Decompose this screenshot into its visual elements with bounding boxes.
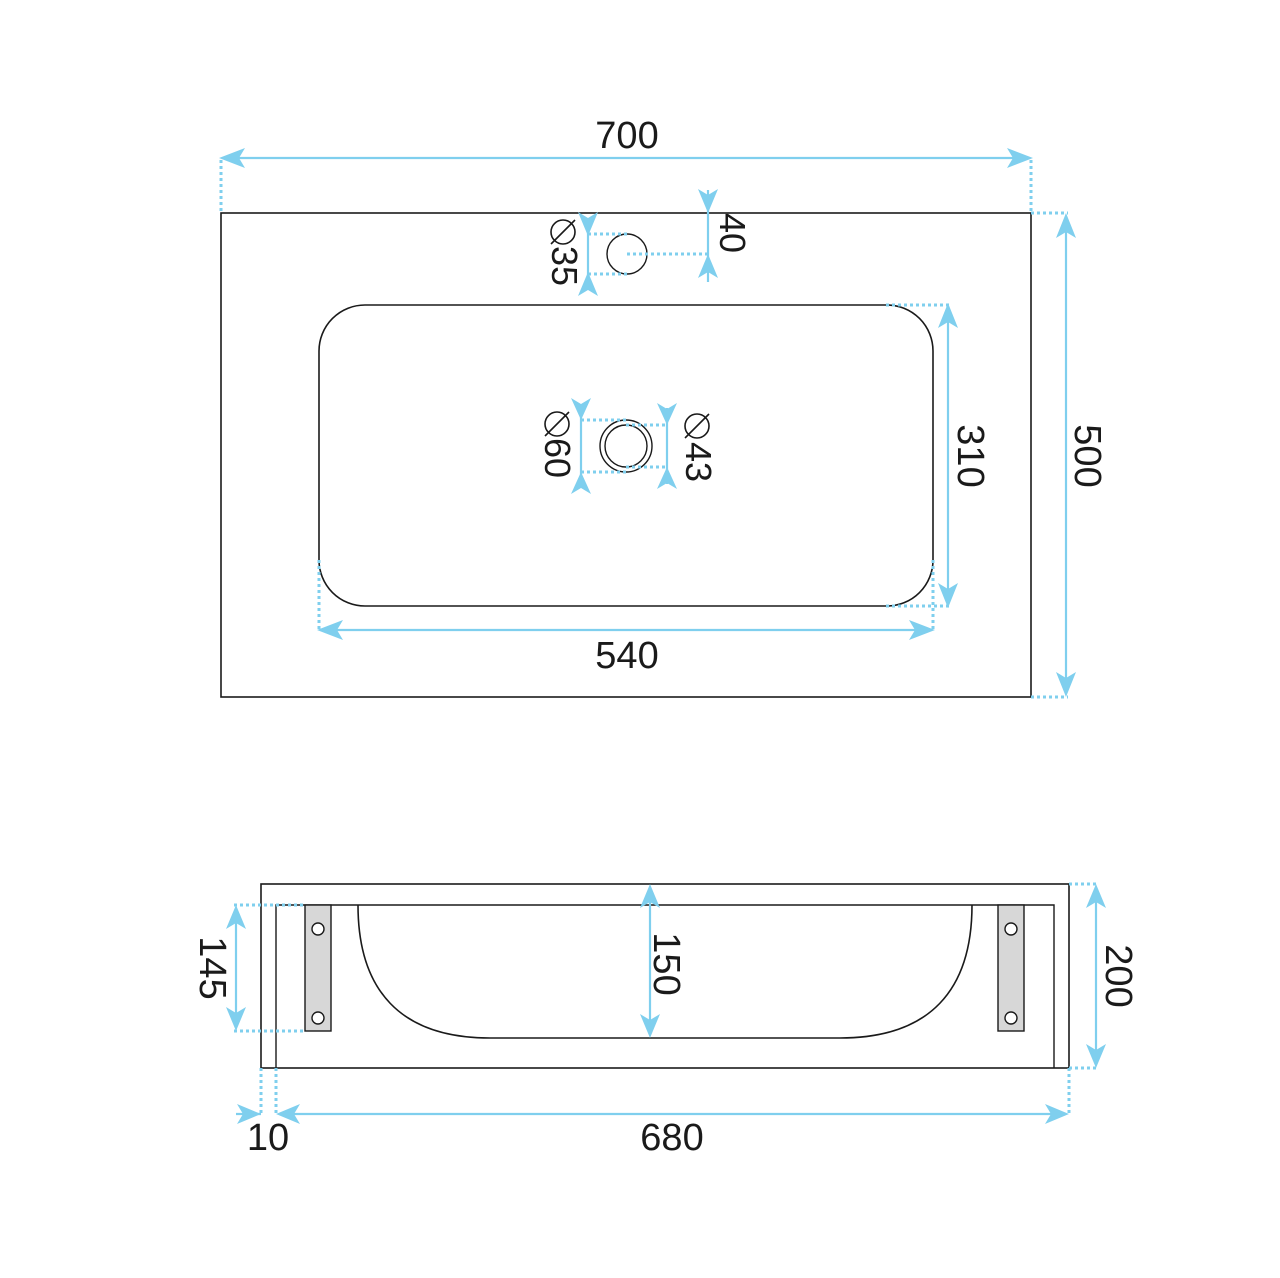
tap-hole-offset-label: 40 xyxy=(712,213,753,253)
dimension-basin-depth: 310 xyxy=(886,303,991,608)
right-mounting-bracket xyxy=(997,904,1025,1032)
left-mounting-bracket xyxy=(304,904,332,1032)
total-height-label: 200 xyxy=(1097,944,1139,1007)
basin-width-label: 540 xyxy=(595,635,658,677)
bracket-height-label: 145 xyxy=(191,936,233,999)
tap-hole-diameter-label: 35 xyxy=(544,246,585,286)
body-inner-outline xyxy=(275,904,1055,1068)
dimension-overall-depth: 500 xyxy=(1031,211,1108,699)
dimension-bracket-height: 145 xyxy=(191,903,305,1033)
drain-outer xyxy=(599,419,653,473)
dimension-side-offset: 10 xyxy=(236,1068,289,1159)
basin-outline xyxy=(318,304,934,607)
side-offset-label: 10 xyxy=(247,1117,289,1159)
dimension-basin-height: 150 xyxy=(640,884,687,1038)
drain-inner xyxy=(604,424,648,468)
dimension-inner-width: 680 xyxy=(274,1068,1071,1159)
basin-height-label: 150 xyxy=(645,932,687,995)
drain-outer-diameter-label: 60 xyxy=(537,438,578,478)
diameter-symbol-icon xyxy=(544,411,570,437)
overall-width-label: 700 xyxy=(595,115,658,157)
top-view: 700 500 540 310 xyxy=(219,115,1108,699)
dimension-tap-hole-offset: 40 xyxy=(627,189,753,282)
inner-width-label: 680 xyxy=(640,1117,703,1159)
diameter-symbol-icon xyxy=(550,219,576,245)
dimension-basin-width: 540 xyxy=(317,560,935,677)
dimension-total-height: 200 xyxy=(1069,882,1139,1070)
basin-bowl-outline xyxy=(357,904,973,1039)
overall-depth-label: 500 xyxy=(1066,424,1108,487)
countertop-outline xyxy=(220,212,1032,698)
diameter-symbol-icon xyxy=(684,413,710,439)
dimension-drain-inner-diameter: 43 xyxy=(626,403,719,489)
dimension-drain-outer-diameter: 60 xyxy=(537,398,626,494)
dimension-tap-hole-diameter: 35 xyxy=(544,212,627,296)
drain-inner-diameter-label: 43 xyxy=(678,442,719,482)
front-view: 200 150 145 680 xyxy=(191,882,1139,1159)
basin-depth-label: 310 xyxy=(949,424,991,487)
dimension-overall-width: 700 xyxy=(219,115,1033,213)
body-outer-outline xyxy=(260,883,1070,1069)
